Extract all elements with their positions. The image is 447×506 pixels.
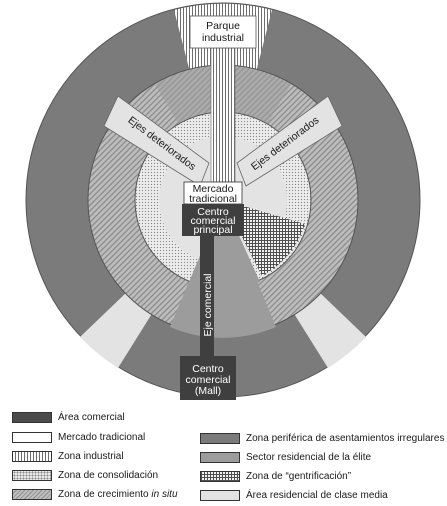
- legend-item-zona-periferica: Zona periférica de asentamientos irregul…: [200, 431, 444, 445]
- deteriorated-axis-right: [236, 95, 343, 187]
- legend-label: Área residencial de clase media: [246, 489, 388, 501]
- label-mercado-1: Mercado: [193, 183, 234, 195]
- industrial-corridor: [210, 47, 236, 183]
- legend-item-gentrificacion: Zona de “gentrificación”: [200, 469, 351, 483]
- legend-label: Zona industrial: [58, 450, 124, 462]
- legend-label: Zona periférica de asentamientos irregul…: [246, 432, 445, 444]
- swatch-mercado-tradicional: [12, 431, 52, 443]
- commercial-axis: [200, 232, 214, 358]
- swatch-area-comercial: [12, 411, 52, 423]
- swatch-clase-media: [200, 489, 240, 501]
- label-centro-principal-3: principal: [193, 224, 232, 236]
- swatch-zona-periferica: [200, 432, 240, 444]
- legend-label: Mercado tradicional: [58, 431, 146, 443]
- swatch-zona-industrial: [12, 450, 52, 462]
- industrial-park-box: [189, 15, 257, 49]
- legend-label: Zona de consolidación: [58, 469, 159, 481]
- deteriorated-axis-left: [103, 95, 210, 187]
- urban-model-diagram: Parque industrial Ejes deteriorados Ejes…: [25, 2, 421, 400]
- label-parque-industrial-1: Parque: [206, 20, 240, 32]
- legend-item-sector-elite: Sector residencial de la élite: [200, 450, 371, 464]
- legend-item-clase-media: Área residencial de clase media: [200, 488, 388, 502]
- legend-label: Sector residencial de la élite: [246, 451, 372, 463]
- label-centro-principal-1: Centro: [197, 206, 229, 218]
- legend: Área comercial Mercado tradicional Zona …: [0, 410, 447, 506]
- main-commercial-center-box: [182, 204, 244, 236]
- legend-label: Zona de crecimiento in situ: [58, 488, 178, 500]
- label-mall-1: Centro: [192, 363, 224, 375]
- mall-box: [180, 356, 236, 400]
- legend-item-area-comercial: Área comercial: [12, 410, 125, 424]
- legend-item-zona-crecimiento: Zona de crecimiento in situ: [12, 487, 178, 501]
- label-centro-principal-2: comercial: [191, 215, 236, 227]
- legend-label: Área comercial: [58, 411, 125, 423]
- label-mall-3: (Mall): [195, 385, 221, 397]
- label-mercado-2: tradicional: [189, 193, 237, 205]
- legend-item-zona-industrial: Zona industrial: [12, 449, 124, 463]
- legend-label: Zona de “gentrificación”: [246, 470, 352, 482]
- swatch-zona-crecimiento: [12, 488, 52, 500]
- legend-item-zona-consolidacion: Zona de consolidación: [12, 468, 158, 482]
- swatch-gentrificacion: [200, 470, 240, 482]
- swatch-zona-consolidacion: [12, 469, 52, 481]
- label-parque-industrial-2: industrial: [202, 32, 244, 44]
- swatch-sector-elite: [200, 451, 240, 463]
- legend-item-mercado-tradicional: Mercado tradicional: [12, 430, 145, 444]
- label-eje-comercial: Eje comercial: [202, 273, 214, 336]
- label-mall-2: comercial: [186, 374, 231, 386]
